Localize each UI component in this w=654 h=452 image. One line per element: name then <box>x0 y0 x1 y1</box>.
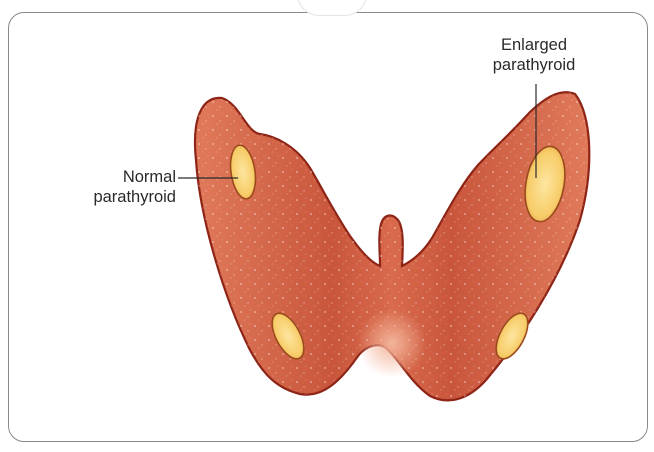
normal-label-line1: Normal <box>64 167 176 187</box>
normal-label-line2: parathyroid <box>64 187 176 207</box>
enlarged-label-line1: Enlarged <box>464 35 604 55</box>
enlarged-parathyroid-label: Enlarged parathyroid <box>464 35 604 75</box>
isthmus-highlight <box>334 260 450 376</box>
enlarged-label-line2: parathyroid <box>464 55 604 75</box>
normal-parathyroid-label: Normal parathyroid <box>64 167 176 207</box>
